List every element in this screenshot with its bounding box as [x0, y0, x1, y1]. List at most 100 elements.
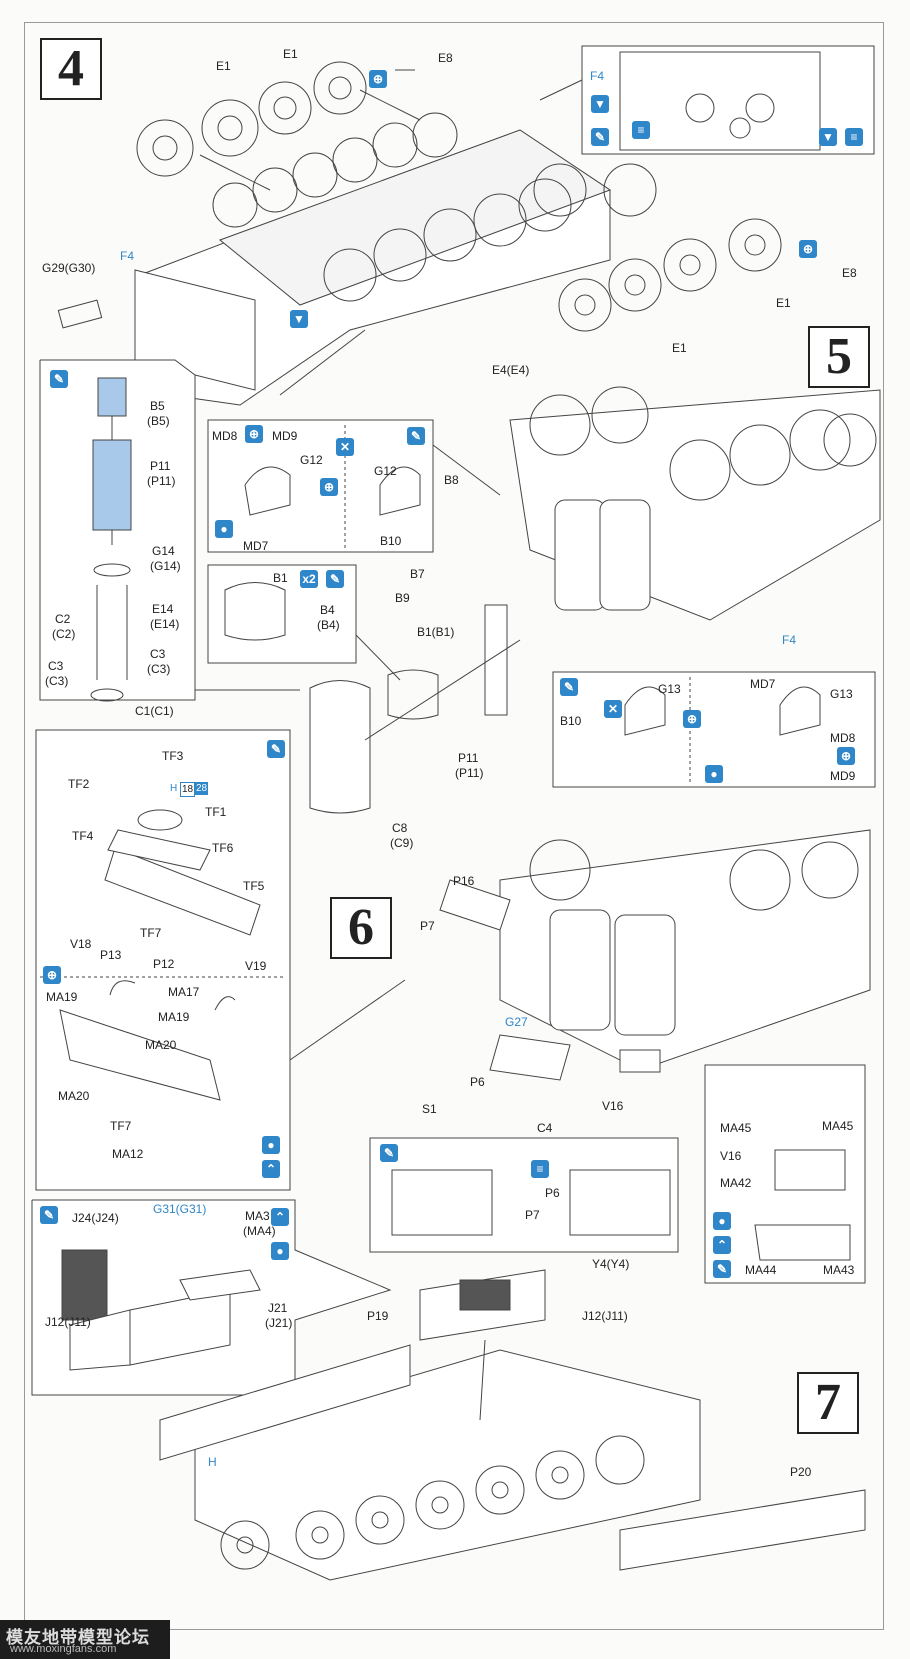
step-number-4: 4 — [40, 38, 102, 100]
symmetry-icon: ⊕ — [245, 425, 263, 443]
label-p11: P11 — [150, 459, 171, 473]
label-v16: V16 — [602, 1099, 624, 1113]
glue-icon: ● — [713, 1212, 731, 1230]
label-c1: C1(C1) — [135, 704, 174, 718]
top-view-icon: ⌃ — [262, 1160, 280, 1178]
quantity-icon: x2 — [300, 570, 318, 588]
label-md8: MD8 — [830, 731, 856, 745]
label-v19: V19 — [245, 959, 267, 973]
label-p7: P7 — [525, 1208, 540, 1222]
label-y4: Y4(Y4) — [592, 1257, 630, 1271]
symmetry-icon: ⊕ — [683, 710, 701, 728]
label-p19: P19 — [367, 1309, 389, 1323]
label-s1: S1 — [422, 1102, 437, 1116]
label-e1: E1 — [776, 296, 791, 310]
j24-grille — [61, 1249, 108, 1321]
label-b5-alt: (B5) — [147, 414, 170, 428]
paint-icon: ✎ — [713, 1260, 731, 1278]
cement-icon: ▼ — [819, 128, 837, 146]
label-b1: B1 — [273, 571, 288, 585]
label-ma19: MA19 — [46, 990, 78, 1004]
label-p13: P13 — [100, 948, 122, 962]
symmetry-icon: ⊕ — [837, 747, 855, 765]
label-e1: E1 — [283, 47, 298, 61]
no-glue-icon: ✕ — [336, 438, 354, 456]
label-c3-alt: (C3) — [45, 674, 69, 688]
label-tf7: TF7 — [110, 1119, 132, 1133]
symmetry-icon: ⊕ — [320, 478, 338, 496]
label-b10: B10 — [560, 714, 582, 728]
label-g27: G27 — [505, 1015, 528, 1029]
label-p7: P7 — [420, 919, 435, 933]
label-f4: F4 — [590, 69, 605, 83]
glue-icon: ● — [215, 520, 233, 538]
label-p11-alt: (P11) — [455, 766, 484, 780]
no-glue-icon: ✕ — [604, 700, 622, 718]
label-md7: MD7 — [750, 677, 776, 691]
label-b9: B9 — [395, 591, 410, 605]
label-md7: MD7 — [243, 539, 269, 553]
p20-plate — [619, 1489, 866, 1571]
symmetry-icon: ⊕ — [43, 966, 61, 984]
step-number-6: 6 — [330, 897, 392, 959]
page-frame — [24, 22, 884, 1630]
symmetry-icon: ⊕ — [369, 70, 387, 88]
label-ma19: MA19 — [158, 1010, 190, 1024]
label-h: H — [208, 1455, 217, 1469]
p11-part — [92, 439, 132, 531]
label-ma44: MA44 — [745, 1263, 777, 1277]
paint-icon: ✎ — [326, 570, 344, 588]
label-tf6: TF6 — [212, 841, 234, 855]
label-h18: 18 — [180, 782, 196, 797]
label-j21-alt: (J21) — [265, 1316, 293, 1330]
label-md9: MD9 — [272, 429, 298, 443]
label-c3: C3 — [48, 659, 64, 673]
label-c8: C8 — [392, 821, 408, 835]
step-number-7: 7 — [797, 1372, 859, 1434]
b5-part — [97, 377, 127, 417]
label-ma20: MA20 — [145, 1038, 177, 1052]
paint-icon: ✎ — [407, 427, 425, 445]
paint-icon: ✎ — [40, 1206, 58, 1224]
label-v16: V16 — [720, 1149, 742, 1163]
label-p11-alt: (P11) — [147, 474, 176, 488]
label-b7: B7 — [410, 567, 425, 581]
label-b5: B5 — [150, 399, 165, 413]
label-ma12: MA12 — [112, 1147, 144, 1161]
label-md8: MD8 — [212, 429, 238, 443]
label-p16: P16 — [453, 874, 475, 888]
paint-icon: ✎ — [380, 1144, 398, 1162]
label-tf3: TF3 — [162, 749, 184, 763]
label-e1: E1 — [216, 59, 231, 73]
label-e1: E1 — [672, 341, 687, 355]
label-g31: G31(G31) — [153, 1202, 207, 1216]
label-tf7: TF7 — [140, 926, 162, 940]
label-ma4: (MA4) — [243, 1224, 276, 1238]
label-p11: P11 — [458, 751, 479, 765]
label-ma45: MA45 — [720, 1121, 752, 1135]
top-view-icon: ⌃ — [271, 1208, 289, 1226]
symmetry-icon: ⊕ — [799, 240, 817, 258]
photo-etch-icon: ≡ — [632, 121, 650, 139]
label-f4: F4 — [782, 633, 797, 647]
label-g29: G29(G30) — [42, 261, 96, 275]
label-g14-alt: (G14) — [150, 559, 181, 573]
label-b8: B8 — [444, 473, 459, 487]
label-c4: C4 — [537, 1121, 553, 1135]
label-e14: E14 — [152, 602, 174, 616]
label-v18: V18 — [70, 937, 92, 951]
label-g12: G12 — [300, 453, 323, 467]
label-p6: P6 — [545, 1186, 560, 1200]
watermark-title: 模友地带模型论坛 — [6, 1628, 150, 1647]
label-ma20: MA20 — [58, 1089, 90, 1103]
photo-etch-icon: ≡ — [845, 128, 863, 146]
label-tf4: TF4 — [72, 829, 94, 843]
step-number-5: 5 — [808, 326, 870, 388]
paint-icon: ✎ — [267, 740, 285, 758]
label-b4: B4 — [320, 603, 335, 617]
forum-watermark: 模友地带模型论坛 www.moxingfans.com — [0, 1620, 170, 1659]
road-wheel — [136, 119, 194, 177]
wheel-row-lower — [323, 178, 782, 332]
label-c2-alt: (C2) — [52, 627, 76, 641]
label-p6: P6 — [470, 1075, 485, 1089]
